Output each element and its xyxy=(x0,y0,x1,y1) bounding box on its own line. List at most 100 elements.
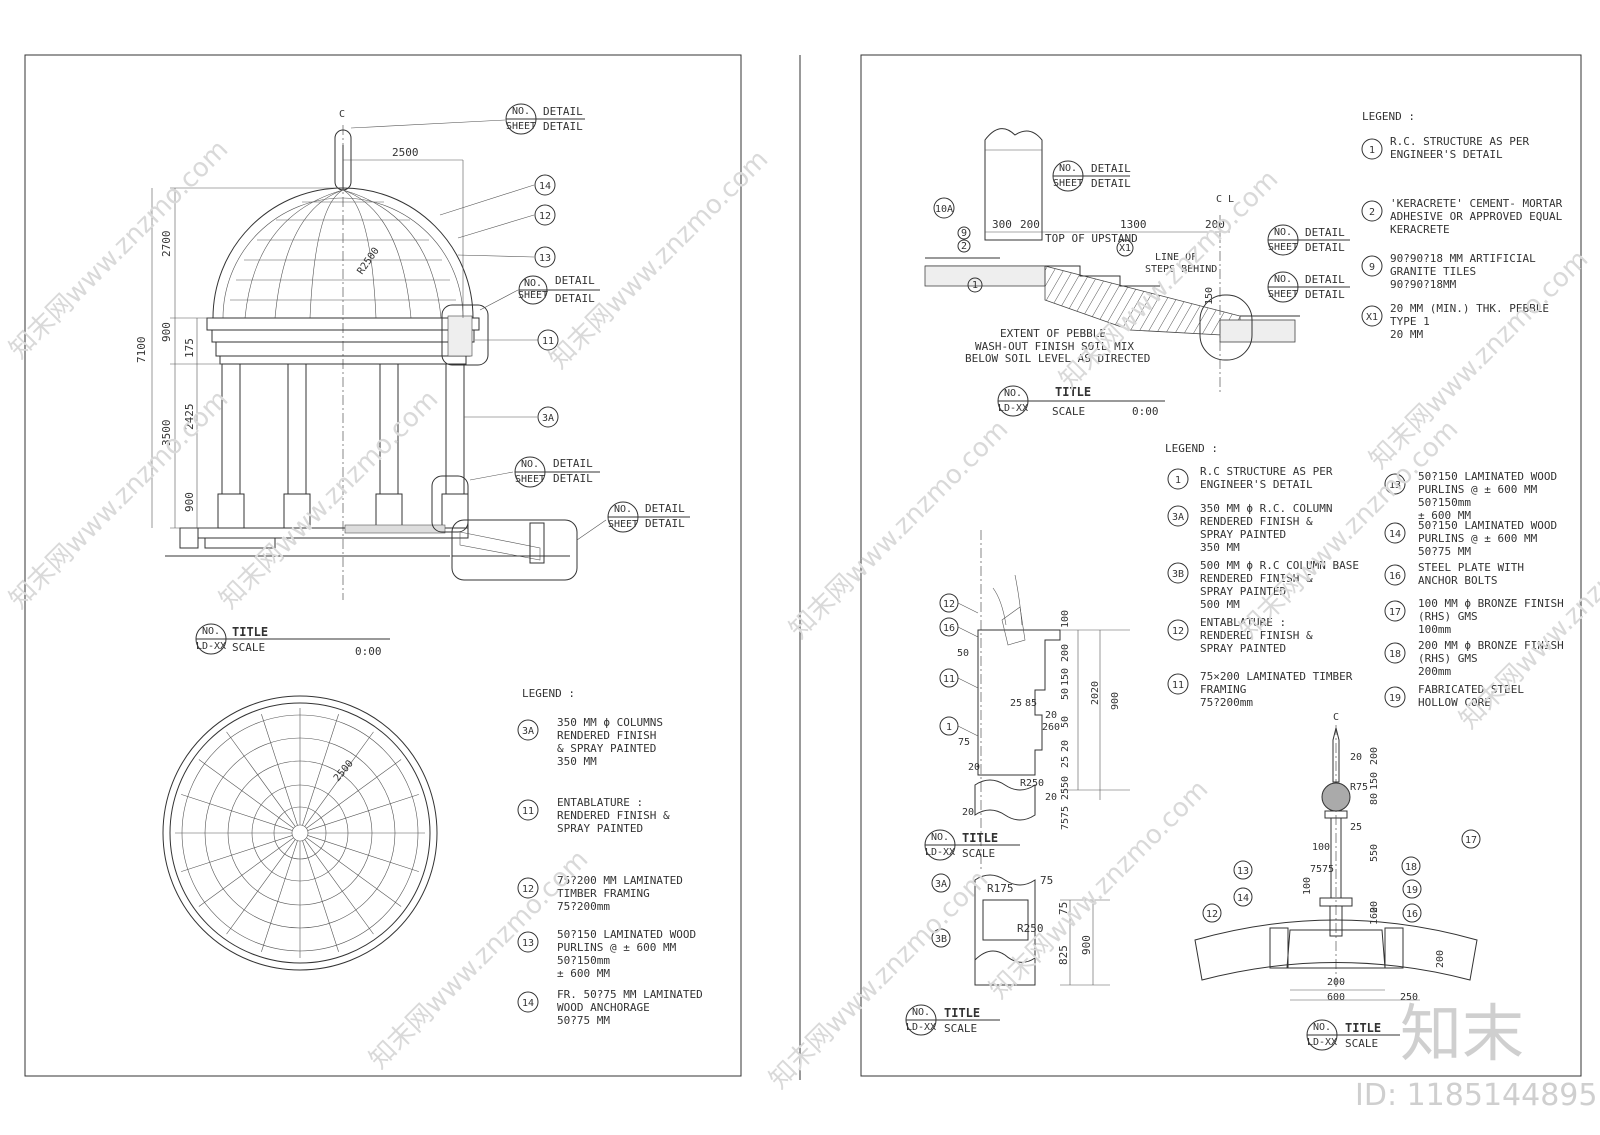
title-code: LD-XX xyxy=(1307,1037,1337,1048)
legend-left-heading: LEGEND : xyxy=(522,687,575,700)
finial-dim: 20 xyxy=(1369,901,1380,913)
callout-detail: DETAIL xyxy=(1305,241,1345,254)
legend-line: 75?200 MM LAMINATED xyxy=(557,874,683,887)
callout-elevation-entab: NO. SHEET DETAIL DETAIL xyxy=(518,274,600,305)
legend-line: 100 MM ϕ BRONZE FINISH xyxy=(1418,597,1564,610)
legend-line: PURLINS @ ± 600 MM xyxy=(557,941,677,954)
callout-sheet: SHEET xyxy=(515,474,545,485)
legend-rm-heading: LEGEND : xyxy=(1165,442,1218,455)
step-dim: 200 xyxy=(1020,218,1040,231)
callout-detail: DETAIL xyxy=(1091,177,1131,190)
legend-line: 'KERACRETE' CEMENT- MORTAR xyxy=(1390,197,1563,210)
legend-line: SPRAY PAINTED xyxy=(1200,642,1286,655)
finial-dim: 150 xyxy=(1369,772,1380,790)
entab-dim: 20 xyxy=(968,762,980,773)
legend-line: R.C STRUCTURE AS PER xyxy=(1200,465,1333,478)
legend-line: HOLLOW CORE xyxy=(1418,696,1491,709)
finial-dim: 100 xyxy=(1302,877,1313,895)
elevation-centerline-label: C xyxy=(339,109,345,120)
legend-tag: 11 xyxy=(1172,680,1184,691)
title-text: TITLE xyxy=(232,625,268,639)
title-scale: SCALE xyxy=(1345,1037,1378,1050)
legend-tag: 16 xyxy=(1389,571,1401,582)
entab-dim: 25 xyxy=(1060,756,1071,768)
step-top-label: TOP OF UPSTAND xyxy=(1045,232,1138,245)
legend-tag: 17 xyxy=(1389,607,1401,618)
elevation-tag: 12 xyxy=(539,211,551,222)
dim-radius: R2500 xyxy=(355,246,381,277)
legend-tag: 14 xyxy=(522,998,534,1009)
step-tag: 9 xyxy=(961,228,967,239)
watermark-text: 知末网www.znzmo.com xyxy=(784,414,1015,645)
entab-dim: 260 xyxy=(1042,722,1060,733)
legend-line: ENGINEER'S DETAIL xyxy=(1200,478,1313,491)
dim-entab: 900 xyxy=(160,322,173,342)
finial-dim: 550 xyxy=(1369,844,1380,862)
plan-dim: 2500 xyxy=(332,758,356,784)
callout-sheet: SHEET xyxy=(608,519,638,530)
finial-tag: 14 xyxy=(1237,893,1249,904)
callout-sheet: SHEET xyxy=(1268,289,1298,300)
legend-line: ± 600 MM xyxy=(1418,509,1471,522)
legend-line: 20 MM (MIN.) THK. PEBBLE xyxy=(1390,302,1549,315)
title-text: TITLE xyxy=(1055,385,1091,399)
title-block-entab: NO. LD-XX TITLE SCALE xyxy=(924,829,1020,861)
entab-dim: 50 xyxy=(1060,688,1071,700)
step-dim: 150 xyxy=(1204,287,1215,305)
finial-dim: 80 xyxy=(1369,793,1380,805)
legend-tag: 3A xyxy=(1172,512,1184,523)
legend-line: KERACRETE xyxy=(1390,223,1450,236)
legend-line: PURLINS @ ± 600 MM xyxy=(1418,532,1538,545)
title-code: LD-XX xyxy=(196,641,226,652)
callout-detail: DETAIL xyxy=(645,517,685,530)
dim-column: 3500 xyxy=(160,420,173,447)
legend-line: 75?200mm xyxy=(1200,696,1253,709)
callout-no: NO. xyxy=(1274,274,1292,285)
legend-line: SPRAY PAINTED xyxy=(1200,528,1286,541)
column-section: 3A 3B R175 75 R250 75 825 900 xyxy=(931,873,1110,986)
watermark-text: 知末网www.znzmo.com xyxy=(4,134,235,365)
legend-line: STEEL PLATE WITH xyxy=(1418,561,1524,574)
dim-entab-part: 175 xyxy=(183,338,196,358)
title-no: NO. xyxy=(1004,388,1022,399)
callout-detail: DETAIL xyxy=(1305,288,1345,301)
step-dim: 1300 xyxy=(1120,218,1147,231)
legend-line: RENDERED FINISH & xyxy=(1200,515,1313,528)
entab-dim: 50 xyxy=(957,648,969,659)
title-text: TITLE xyxy=(1345,1021,1381,1035)
legend-tag: 1 xyxy=(1175,475,1181,486)
legend-line: (RHS) GMS xyxy=(1418,652,1478,665)
entablature-section xyxy=(974,530,1130,870)
entab-dim: 50 xyxy=(1060,716,1071,728)
legend-line: SPRAY PAINTED xyxy=(1200,585,1286,598)
finial-dim: 75 xyxy=(1310,864,1322,875)
legend-line: 20 MM xyxy=(1390,328,1423,341)
callout-detail: DETAIL xyxy=(1091,162,1131,175)
callout-step-column: NO. SHEET DETAIL DETAIL xyxy=(1052,160,1131,192)
legend-line: 350 MM xyxy=(557,755,597,768)
legend-line: R.C. STRUCTURE AS PER xyxy=(1390,135,1529,148)
legend-line: TIMBER FRAMING xyxy=(557,887,650,900)
finial-tag: 18 xyxy=(1405,862,1417,873)
dim-shaft: 2425 xyxy=(183,404,196,431)
legend-line: 50?150 LAMINATED WOOD xyxy=(1418,470,1557,483)
watermark-brand: 知末 xyxy=(1400,997,1524,1070)
watermark-id: ID: 1185144895 xyxy=(1355,1078,1597,1113)
legend-line: RENDERED FINISH xyxy=(557,729,656,742)
legend-line: ENGINEER'S DETAIL xyxy=(1390,148,1503,161)
legend-line: RENDERED FINISH & xyxy=(1200,572,1313,585)
legend-line: 200mm xyxy=(1418,665,1451,678)
finial-dim: 25 xyxy=(1350,822,1362,833)
entab-dim: 20 xyxy=(1060,740,1071,752)
title-code: LD-XX xyxy=(998,403,1028,414)
callout-sheet: SHEET xyxy=(1053,178,1083,189)
step-dim: 200 xyxy=(1205,218,1225,231)
step-dim: 300 xyxy=(992,218,1012,231)
column-dim: 75 xyxy=(1040,874,1053,887)
gazebo-elevation: C xyxy=(135,109,607,600)
callout-detail: DETAIL xyxy=(543,105,583,118)
step-pebble-label: WASH-OUT FINISH SOIL MIX xyxy=(975,340,1134,353)
callout-detail: DETAIL xyxy=(543,120,583,133)
legend-line: 75?200mm xyxy=(557,900,610,913)
